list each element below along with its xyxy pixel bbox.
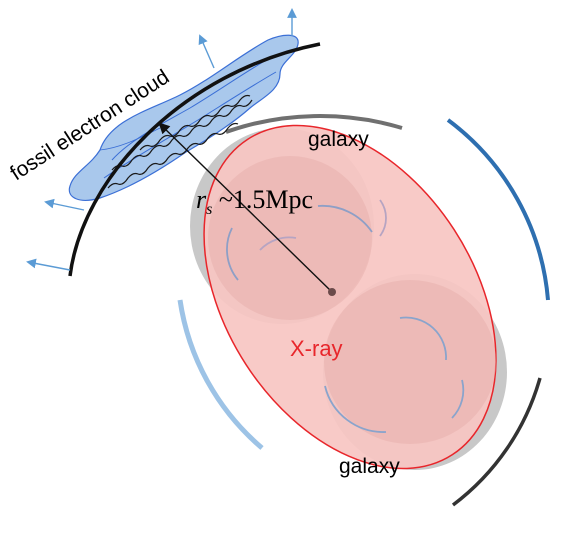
arc-bottom-black — [451, 377, 542, 507]
galaxy-swirls — [226, 199, 465, 433]
xray-label: X-ray — [290, 336, 343, 361]
radius-subscript: s — [206, 201, 212, 218]
radius-symbol: r — [196, 185, 207, 214]
radius-value: ~1.5Mpc — [212, 185, 313, 214]
galaxy-label-bottom: galaxy — [339, 455, 400, 478]
cluster-center-dot — [328, 288, 336, 296]
arc-left-lightblue — [177, 299, 264, 450]
outward-arrows — [26, 8, 297, 271]
arc-top-gray — [225, 114, 403, 134]
galaxy-inner-bottom — [324, 280, 496, 444]
galaxy-label-top: galaxy — [308, 128, 369, 151]
radius-arrow — [158, 122, 333, 293]
radius-label: rs ~1.5Mpc — [196, 185, 313, 218]
shock-front — [68, 42, 321, 277]
arc-right-blue — [446, 118, 550, 301]
